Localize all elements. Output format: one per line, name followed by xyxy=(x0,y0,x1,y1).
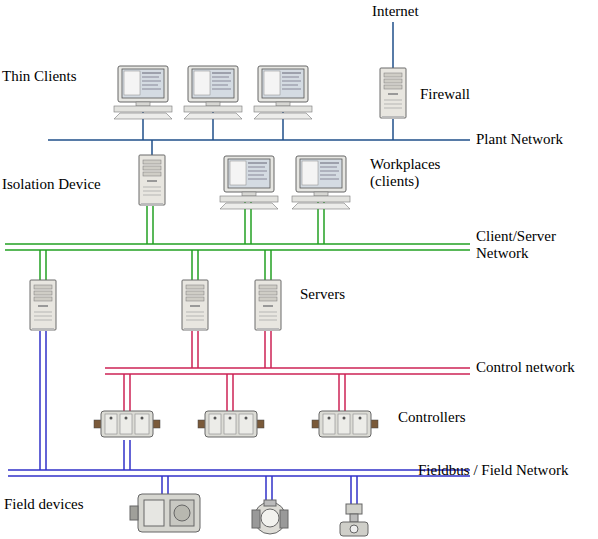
network-label: Thin Clients xyxy=(2,68,77,85)
network-label: Workplaces (clients) xyxy=(370,156,462,190)
network-label: Fieldbus / Field Network xyxy=(418,462,568,479)
network-label: Field devices xyxy=(4,496,84,513)
network-label: Control network xyxy=(476,359,575,376)
network-label: Plant Network xyxy=(476,131,563,148)
network-label: Internet xyxy=(372,3,419,20)
network-label: Controllers xyxy=(398,409,466,426)
network-label: Client/Server Network xyxy=(476,228,592,262)
network-label: Isolation Device xyxy=(2,176,101,193)
network-label: Servers xyxy=(300,286,345,303)
network-label: Firewall xyxy=(420,86,470,103)
